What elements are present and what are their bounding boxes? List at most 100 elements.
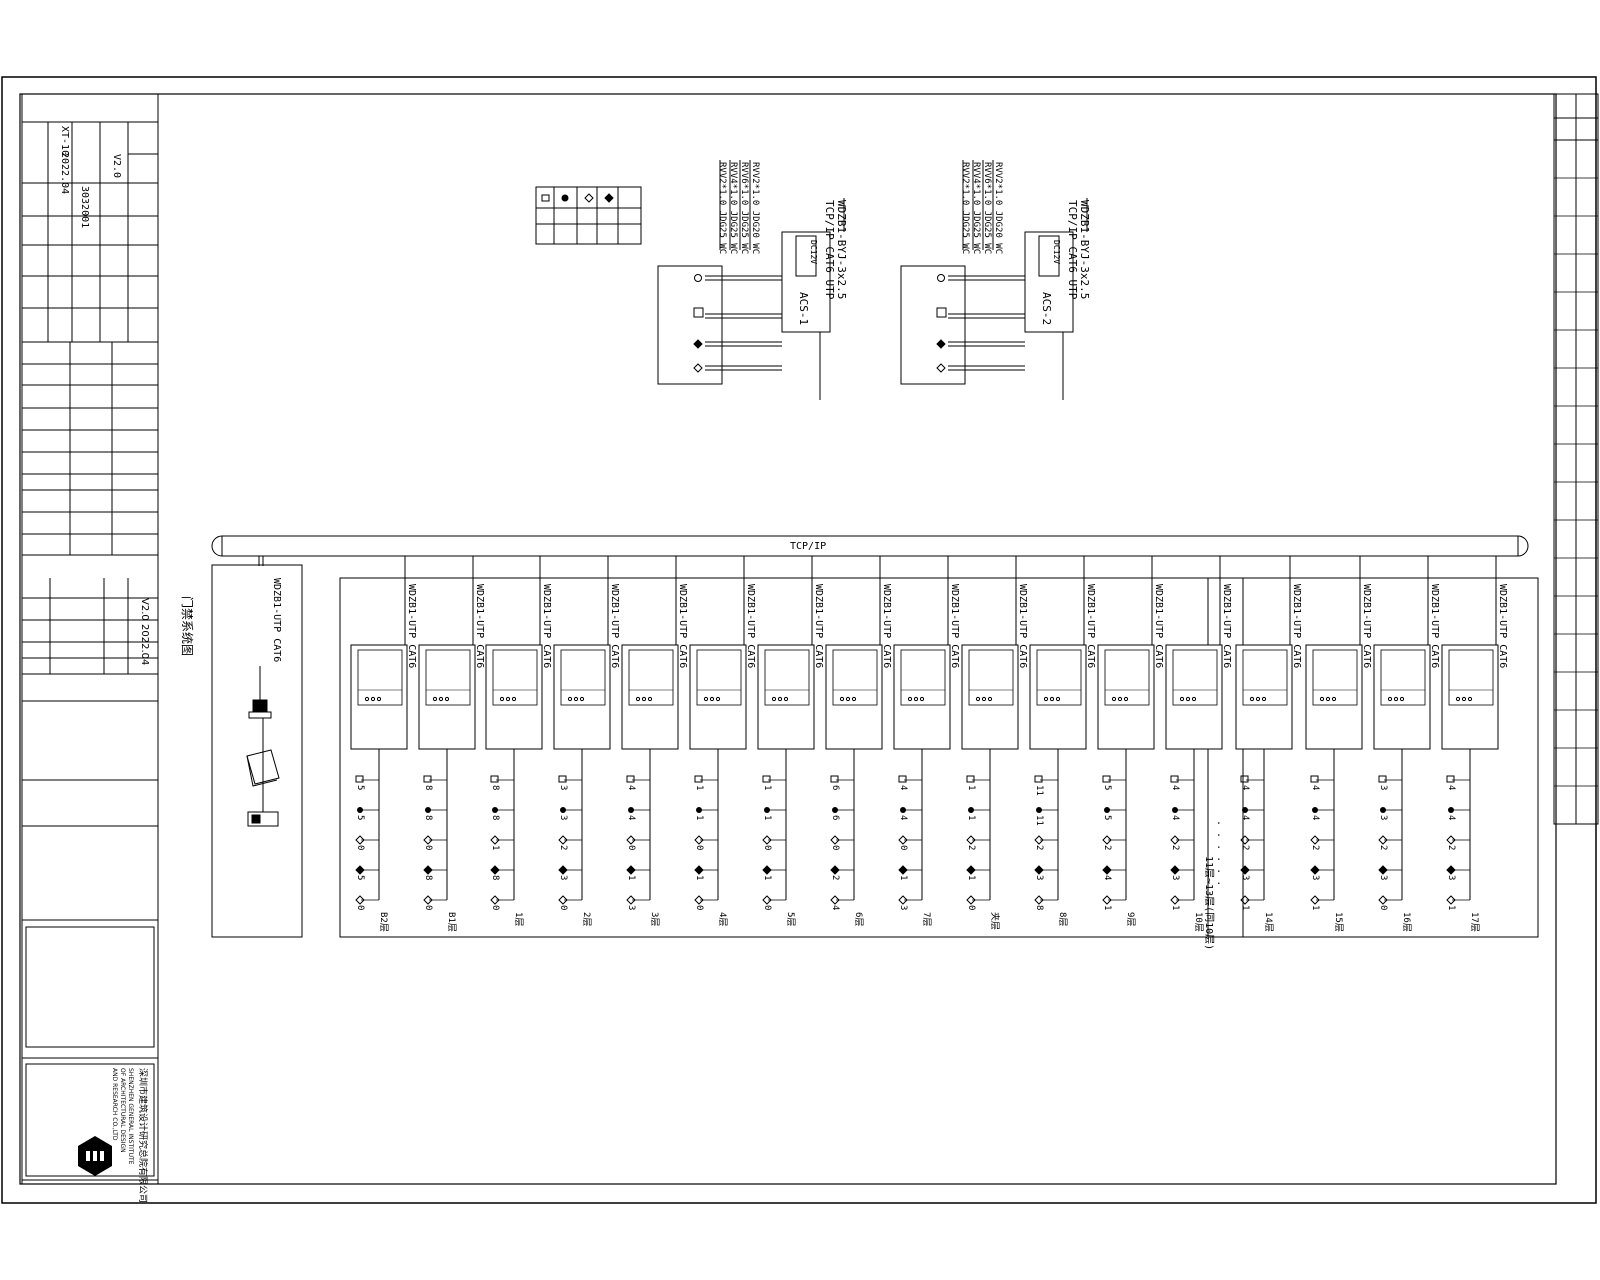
terminal-symbol	[626, 865, 636, 875]
terminal-symbol	[898, 775, 907, 783]
control-room-cable: WDZB1-UTP CAT6	[271, 578, 282, 663]
gap-label: 11层~13层(同10层)	[1203, 856, 1214, 951]
terminal-count: 3	[1378, 875, 1388, 881]
floor-riser-cable: WDZB1-UTP CAT6	[1017, 584, 1028, 669]
terminal-count: 4	[1446, 785, 1456, 791]
terminal-symbol	[558, 895, 568, 905]
floor-column	[1305, 556, 1363, 905]
terminal-count: 4	[1102, 875, 1112, 881]
terminal-count: 1	[1240, 905, 1250, 911]
detail-cable: RVV6*1.0 JDG25 WC	[982, 162, 992, 255]
terminal-symbol	[1310, 835, 1320, 845]
floor-name: 9层	[1125, 912, 1135, 927]
terminal-symbol	[1102, 835, 1112, 845]
detail-diagram	[900, 160, 1088, 400]
terminal-count: 0	[762, 845, 772, 851]
terminal-symbol	[900, 807, 906, 813]
terminal-symbol	[1240, 865, 1250, 875]
terminal-symbol	[1446, 865, 1456, 875]
terminal-symbol	[762, 835, 772, 845]
detail-cable: RVV2*1.0 JDG20 WC	[750, 162, 760, 255]
floor-name: 15层	[1333, 912, 1343, 932]
terminal-count: 1	[898, 875, 908, 881]
floor-column	[825, 556, 883, 905]
terminal-count: 4	[898, 785, 908, 791]
terminal-count: 1	[694, 875, 704, 881]
terminal-symbol	[1034, 895, 1044, 905]
terminal-count: 2	[1240, 845, 1250, 851]
terminal-count: 0	[355, 905, 365, 911]
terminal-symbol	[966, 865, 976, 875]
terminal-count: 5	[355, 785, 365, 791]
terminal-count: 0	[423, 845, 433, 851]
floor-riser-cable: WDZB1-UTP CAT6	[541, 584, 552, 669]
terminal-count: 3	[1378, 785, 1388, 791]
floor-riser-cable: WDZB1-UTP CAT6	[1221, 584, 1232, 669]
terminal-symbol	[1240, 775, 1249, 783]
terminal-count: 4	[1446, 815, 1456, 821]
floor-column	[553, 556, 611, 905]
terminal-count: 3	[1240, 875, 1250, 881]
terminal-symbol	[490, 775, 499, 783]
bus-label: TCP/IP	[790, 541, 826, 552]
terminal-count: 0	[490, 905, 500, 911]
terminal-symbol	[1446, 835, 1456, 845]
detail-title-line: WDZB1-BYJ-3x2.5	[1078, 200, 1091, 300]
tcpip-bus	[211, 535, 1529, 557]
terminal-count: 2	[1310, 845, 1320, 851]
terminal-symbol	[626, 835, 636, 845]
terminal-symbol	[762, 895, 772, 905]
terminal-symbol	[694, 775, 703, 783]
terminal-symbol	[423, 895, 433, 905]
floor-column	[689, 556, 747, 905]
control-room-devices	[246, 666, 280, 827]
terminal-symbol	[694, 865, 704, 875]
terminal-count: 1	[762, 815, 772, 821]
terminal-count: 4	[1240, 785, 1250, 791]
terminal-symbol	[966, 895, 976, 905]
terminal-count: 4	[898, 815, 908, 821]
terminal-count: 0	[898, 845, 908, 851]
terminal-count: 8	[423, 875, 433, 881]
floor-riser-cable: WDZB1-UTP CAT6	[1153, 584, 1164, 669]
outer-border	[1, 76, 1597, 1204]
revision-version: V2.0	[139, 598, 150, 621]
terminal-symbol	[490, 895, 500, 905]
floor-column	[621, 556, 679, 905]
terminal-count: 1	[1102, 905, 1112, 911]
terminal-symbol	[1104, 807, 1110, 813]
drawing-version: V2.0	[111, 154, 122, 179]
detail-dc-label: DC12V	[1052, 240, 1061, 265]
company-name: 深圳市建筑设计研究总院有限公司	[137, 1068, 147, 1204]
floor-column	[1165, 556, 1223, 905]
floor-riser-cable: WDZB1-UTP CAT6	[677, 584, 688, 669]
controller-box	[621, 644, 679, 750]
terminal-count: 1	[762, 875, 772, 881]
terminal-count: 0	[626, 845, 636, 851]
floor-name: 2层	[581, 912, 591, 927]
company-name-en-1: SHENZHEN GENERAL INSTITUTE	[127, 1068, 134, 1165]
terminal-symbol	[558, 835, 568, 845]
floor-name: B1层	[446, 912, 456, 932]
terminal-symbol	[490, 835, 500, 845]
terminal-count: 1	[1446, 905, 1456, 911]
terminal-count: 2	[830, 875, 840, 881]
terminal-count: 0	[830, 845, 840, 851]
terminal-count: 4	[1170, 785, 1180, 791]
left-title-block	[21, 93, 159, 1185]
floor-column	[1029, 556, 1087, 905]
detail-id: ACS-1	[797, 292, 810, 326]
drawing-date: 2022.04	[59, 152, 70, 195]
floor-riser-cable: WDZB1-UTP CAT6	[745, 584, 756, 669]
terminal-symbol	[1034, 835, 1044, 845]
detail-cable: RVV6*1.0 JDG25 WC	[739, 162, 749, 255]
detail-title-line: WDZB1-BYJ-3x2.5	[835, 200, 848, 300]
revision-date: 2022.04	[139, 624, 150, 666]
terminal-count: 11	[1034, 815, 1044, 826]
terminal-symbol	[423, 865, 433, 875]
terminal-count: 1	[1310, 905, 1320, 911]
terminal-count: 4	[1170, 815, 1180, 821]
detail-dc-label: DC12V	[809, 240, 818, 265]
terminal-count: 3	[1170, 875, 1180, 881]
floor-column	[1441, 556, 1499, 905]
